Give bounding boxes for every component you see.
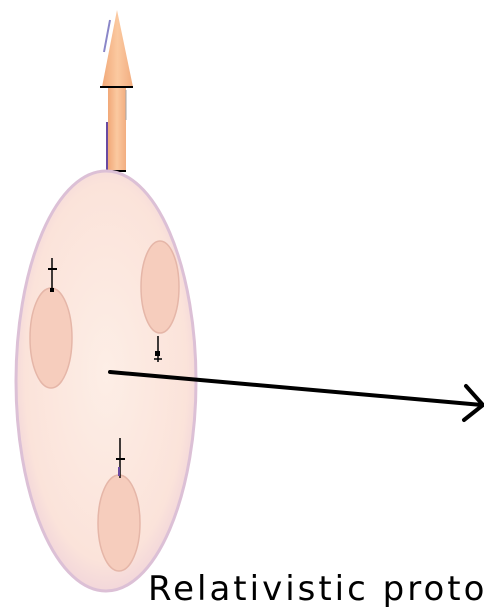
spin-arrow-up-icon (100, 10, 133, 172)
diagram-caption: Relativistic proto (148, 572, 484, 606)
quark-bottom (98, 475, 140, 571)
proton-diagram (0, 0, 484, 595)
quark-upper-right (141, 241, 179, 333)
quark-left (30, 288, 72, 388)
